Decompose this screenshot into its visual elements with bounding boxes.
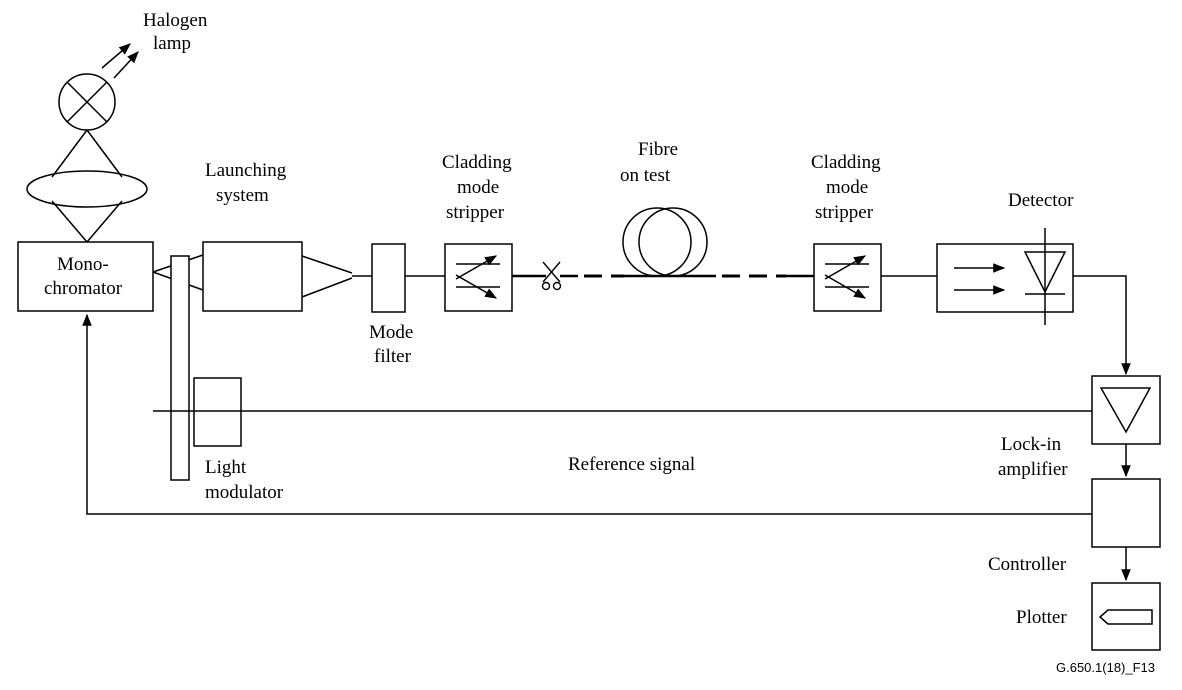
controller-box <box>1091 478 1161 548</box>
lamp-light-rays <box>101 43 139 79</box>
light-modulator-bar <box>170 255 190 481</box>
cladding-stripper-1-label-line3: stripper <box>446 202 505 223</box>
mode-filter-label-line1: Mode <box>369 322 413 343</box>
monochromator-label-line2: chromator <box>44 278 123 299</box>
fibre-on-test-label-line1: Fibre <box>638 139 678 160</box>
fibre-on-test-label-line2: on test <box>620 165 671 186</box>
lock-in-amplifier-label-line1: Lock-in <box>1001 434 1062 455</box>
photodiode-icon <box>1023 228 1067 325</box>
lamp-focusing-beam <box>51 129 123 243</box>
plotter-label: Plotter <box>1016 607 1067 628</box>
reference-signal-label: Reference signal <box>568 454 695 475</box>
detector-box <box>936 243 1074 313</box>
halogen-lamp-label-line2: lamp <box>153 33 191 54</box>
amplifier-triangle-icon <box>1099 387 1152 434</box>
mode-filter-label-line2: filter <box>374 346 412 367</box>
cladding-stripper-2-label-line2: mode <box>826 177 868 198</box>
controller-feedback-line <box>82 313 1092 515</box>
halogen-lamp-label-line1: Halogen <box>143 10 208 31</box>
light-modulator-label-line1: Light <box>205 457 247 478</box>
cladding-stripper-2-label-line1: Cladding <box>811 152 881 173</box>
cladding-stripper-2-label-line3: stripper <box>815 202 874 223</box>
lock-in-amplifier-box <box>1091 375 1161 445</box>
lock-in-amplifier-label-line2: amplifier <box>998 459 1068 480</box>
lamp-cross-icon <box>58 73 116 131</box>
condenser-lens <box>26 170 148 208</box>
cladding-mode-stripper-2 <box>813 243 882 312</box>
fibre-coil-icon <box>622 207 708 277</box>
monochromator-label-line1: Mono- <box>57 254 109 275</box>
plotter-pen-icon <box>1098 609 1153 625</box>
controller-label: Controller <box>988 554 1067 575</box>
launching-system-label-line1: Launching <box>205 160 287 181</box>
light-modulator-label-line2: modulator <box>205 482 284 503</box>
plotter-box <box>1091 582 1161 651</box>
monochromator-box <box>17 241 154 312</box>
cladding-mode-stripper-1 <box>444 243 513 312</box>
launching-system-output-beam <box>301 255 353 298</box>
figure-id-label: G.650.1(18)_F13 <box>1056 660 1155 675</box>
labels: Halogen lamp Launching system Cladding m… <box>44 10 1155 675</box>
mode-filter-box <box>371 243 406 313</box>
light-modulator-box <box>193 377 242 447</box>
detector-output-line <box>1073 275 1131 376</box>
launching-system-label-line2: system <box>216 185 269 206</box>
cladding-stripper-1-label-line2: mode <box>457 177 499 198</box>
launching-system-box <box>202 241 303 312</box>
scissors-icon <box>541 261 562 291</box>
detector-label: Detector <box>1008 190 1074 211</box>
cladding-stripper-1-label-line1: Cladding <box>442 152 512 173</box>
